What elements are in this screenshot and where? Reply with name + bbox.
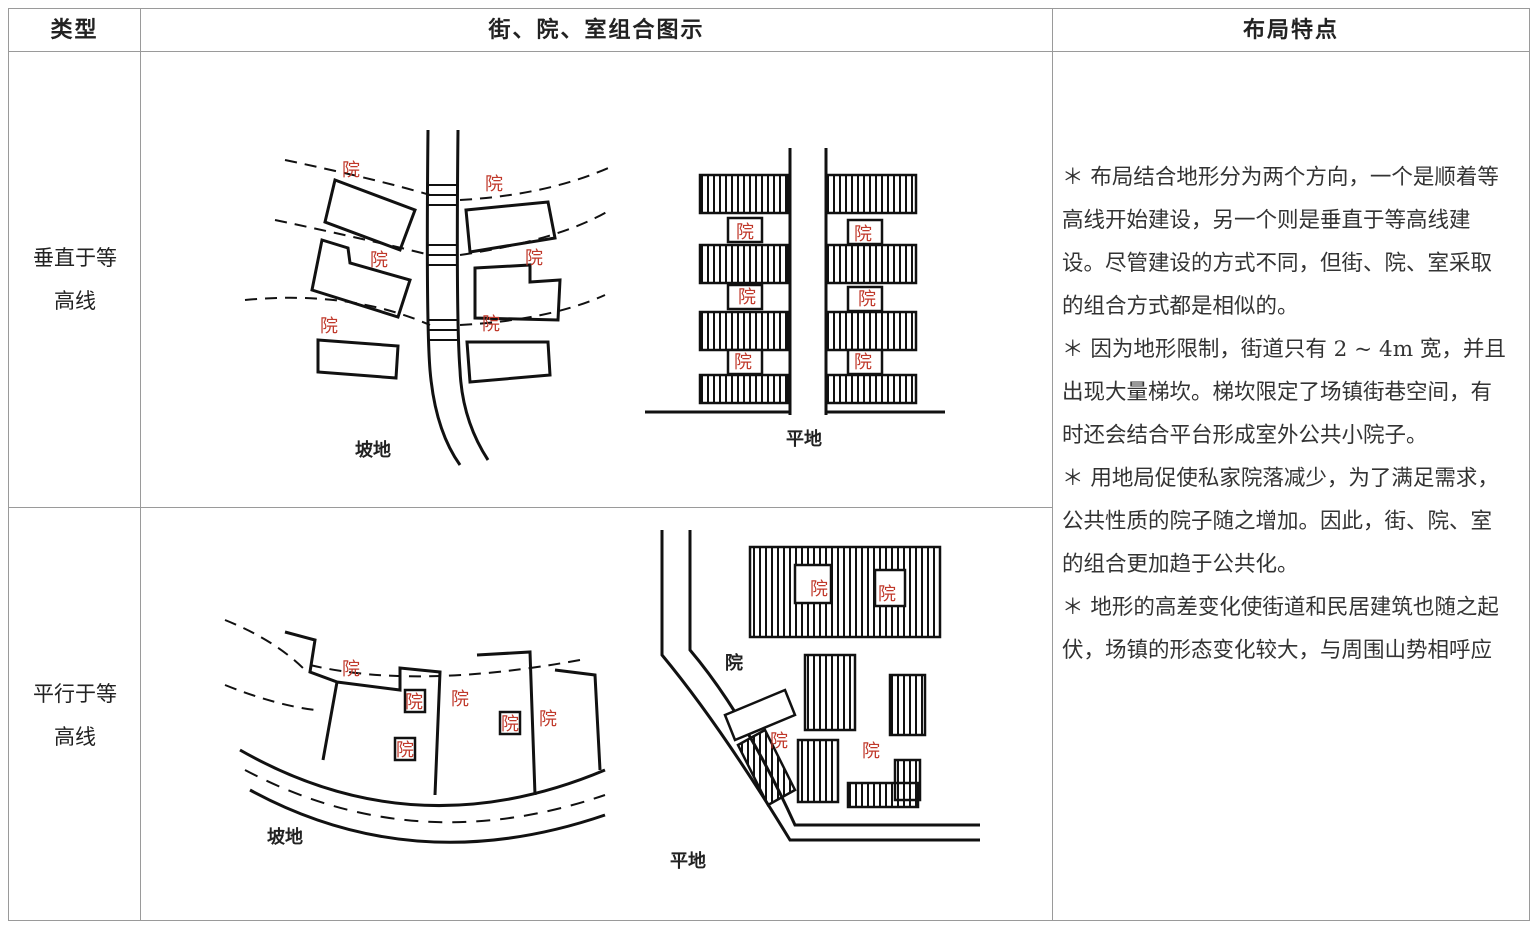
type-line: 高线	[54, 289, 96, 313]
courtyard-label: 院	[725, 652, 743, 674]
feature-item: ＊ 用地局促使私家院落减少，为了满足需求，公共性质的院子随之增加。因此，街、院、…	[1062, 466, 1499, 577]
row-type-parallel: 平行于等 高线	[9, 673, 141, 759]
courtyard-label: 院	[858, 289, 876, 310]
courtyard-label: 院	[342, 160, 360, 181]
slope-label: 坡地	[267, 826, 303, 848]
perpendicular-slope-diagram: 院 院 院 院 院 院 坡地	[244, 129, 616, 466]
header-type: 类型	[50, 17, 99, 43]
courtyard-label: 院	[770, 731, 788, 752]
row-type-perpendicular: 垂直于等 高线	[9, 237, 141, 323]
row-divider	[9, 507, 1053, 508]
courtyard-label: 院	[482, 314, 500, 335]
header-divider	[9, 51, 1529, 52]
column-divider	[1052, 9, 1053, 920]
header-diagram: 街、院、室组合图示	[488, 17, 705, 43]
courtyard-label: 院	[370, 250, 388, 271]
courtyard-label: 院	[405, 692, 423, 713]
courtyard-label: 院	[539, 709, 557, 730]
type-line: 垂直于等	[33, 246, 117, 270]
courtyard-label: 院	[451, 689, 469, 710]
courtyard-label: 院	[342, 659, 360, 680]
courtyard-label: 院	[878, 584, 896, 605]
layout-features: ＊ 布局结合地形分为两个方向，一个是顺着等高线开始建设，另一个则是垂直于等高线建…	[1062, 156, 1508, 672]
slope-label: 坡地	[355, 439, 391, 461]
header-features: 布局特点	[1242, 17, 1339, 43]
flat-label: 平地	[670, 850, 706, 872]
courtyard-label: 院	[862, 741, 880, 762]
courtyard-label: 院	[810, 579, 828, 600]
courtyard-label: 院	[734, 352, 752, 373]
type-line: 平行于等	[33, 682, 117, 706]
feature-item: ＊ 布局结合地形分为两个方向，一个是顺着等高线开始建设，另一个则是垂直于等高线建…	[1062, 165, 1499, 319]
feature-item: ＊ 因为地形限制，街道只有 2 ~ 4m 宽，并且出现大量梯坎。梯坎限定了场镇街…	[1062, 337, 1506, 448]
flat-label: 平地	[786, 428, 822, 450]
courtyard-label: 院	[854, 224, 872, 245]
column-divider	[140, 9, 141, 920]
type-line: 高线	[54, 725, 96, 749]
courtyard-label: 院	[396, 740, 414, 761]
perpendicular-flat-diagram: 院 院 院 院 院 院 平地	[645, 148, 945, 450]
courtyard-label: 院	[485, 174, 503, 195]
parallel-flat-diagram: 院 院 院 院 院 平地	[660, 530, 980, 872]
parallel-slope-diagram: 院 院 院 院 院 院 坡地	[224, 619, 606, 848]
layout-table: 类型 街、院、室组合图示 布局特点 垂直于等 高线 平行于等 高线	[8, 8, 1530, 921]
courtyard-label: 院	[525, 248, 543, 269]
courtyard-label: 院	[854, 352, 872, 373]
courtyard-label: 院	[738, 287, 756, 308]
courtyard-label: 院	[736, 222, 754, 243]
feature-item: ＊ 地形的高差变化使街道和民居建筑也随之起伏，场镇的形态变化较大，与周围山势相呼…	[1062, 595, 1499, 663]
courtyard-label: 院	[501, 714, 519, 735]
courtyard-label: 院	[320, 316, 338, 337]
